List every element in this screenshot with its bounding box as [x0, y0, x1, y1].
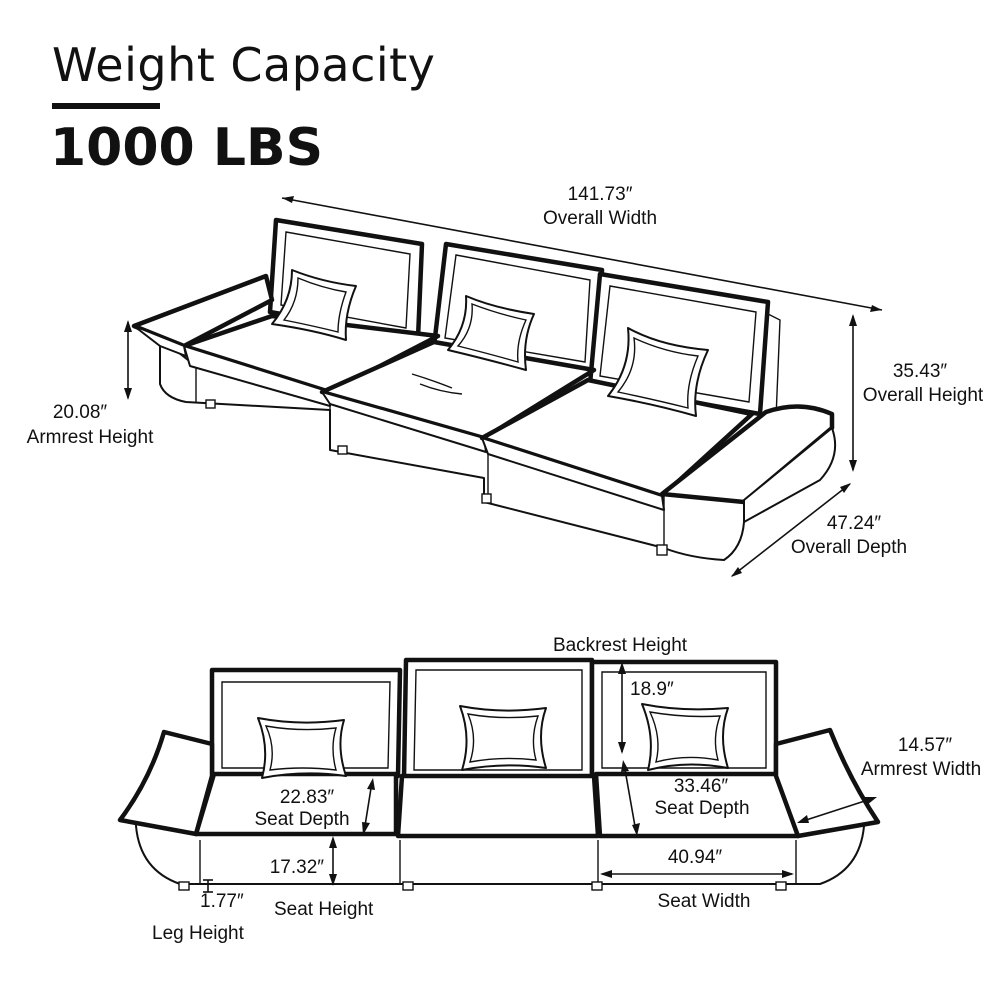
- seat-depth-left-value: 22.83″: [279, 787, 335, 808]
- seat-height-dimension-line: [329, 836, 337, 886]
- leg: [402, 881, 414, 891]
- leg: [591, 881, 603, 891]
- leg: [481, 493, 492, 504]
- leg-height-label: Leg Height: [152, 923, 244, 944]
- front-seat-middle: [395, 773, 601, 839]
- seat-depth-right-label: Seat Depth: [654, 798, 750, 819]
- seat-depth-left-dimension-line: [362, 778, 375, 835]
- leg: [775, 881, 787, 891]
- backrest-height-dimension-line: [618, 662, 626, 754]
- front-pillow-middle: [459, 705, 547, 771]
- overall-depth-dimension-line: [731, 483, 851, 577]
- throw-pillow-left: [271, 269, 357, 341]
- leg: [337, 445, 348, 455]
- front-pillow-left: [257, 717, 347, 779]
- backrest-height-value: 18.9″: [630, 679, 674, 700]
- overall-width-value: 141.73″: [567, 184, 633, 205]
- weight-capacity-title: Weight Capacity: [52, 38, 436, 92]
- leg: [656, 544, 668, 556]
- front-armrest-right: [773, 727, 881, 839]
- overall-height-dimension-line: [849, 314, 857, 472]
- seat-width-label: Seat Width: [657, 891, 751, 912]
- front-pillow-right: [641, 703, 729, 771]
- seat-width-value: 40.94″: [667, 847, 723, 868]
- throw-pillow-right: [607, 327, 709, 417]
- seat-height-label: Seat Height: [274, 899, 374, 920]
- armrest-height-label: Armrest Height: [26, 427, 154, 448]
- armrest-width-value: 14.57″: [897, 735, 953, 756]
- overall-height-value: 35.43″: [892, 361, 948, 382]
- title-underline: [52, 103, 160, 109]
- weight-capacity-value: 1000 LBS: [50, 118, 324, 178]
- right-armrest: [659, 404, 836, 523]
- seat-height-value: 17.32″: [269, 857, 324, 878]
- front-armrest-left: [117, 729, 215, 837]
- seat-cushion-left: [181, 313, 441, 407]
- leg-height-dimension-line: [203, 879, 213, 893]
- armrest-width-label: Armrest Width: [860, 759, 982, 780]
- seat-depth-right-dimension-line: [621, 760, 640, 836]
- overall-depth-label: Overall Depth: [790, 537, 908, 558]
- overall-width-dimension-line: [281, 196, 883, 312]
- overall-width-label: Overall Width: [542, 208, 658, 229]
- seat-width-dimension-line: [600, 870, 794, 878]
- throw-pillow-middle: [447, 295, 535, 371]
- left-armrest: [131, 273, 275, 357]
- leg: [205, 399, 216, 409]
- armrest-height-value: 20.08″: [52, 402, 108, 423]
- seat-depth-left-label: Seat Depth: [254, 809, 350, 830]
- armrest-height-dimension-line: [124, 320, 132, 400]
- seat-depth-right-value: 33.46″: [673, 776, 729, 797]
- leg-height-value: 1.77″: [200, 891, 244, 912]
- overall-height-label: Overall Height: [862, 385, 984, 406]
- backrest-height-label: Backrest Height: [552, 635, 688, 656]
- overall-depth-value: 47.24″: [826, 513, 882, 534]
- leg: [178, 881, 190, 891]
- armrest-width-dimension-line: [797, 797, 877, 823]
